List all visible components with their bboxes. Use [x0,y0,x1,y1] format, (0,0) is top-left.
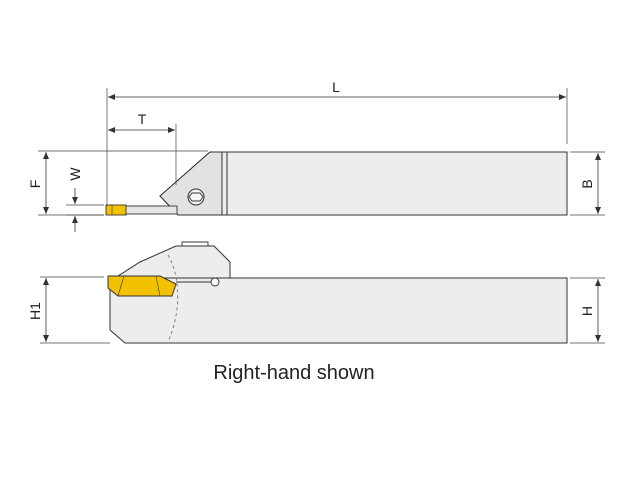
dimension-W: W [66,167,104,232]
side-view-shank [109,245,568,344]
label-F: F [27,180,43,189]
label-H: H [579,306,595,316]
side-view-insert [107,275,177,297]
label-L: L [332,79,340,95]
blade-neck [124,205,178,215]
dimension-T: T [108,111,177,185]
side-view [107,241,568,344]
clamp-screw-icon [187,188,205,206]
dimension-L: L [106,79,568,206]
dimension-H: H [570,277,605,344]
top-view [105,151,568,216]
coolant-port-icon [210,277,220,287]
hex-socket-icon [188,192,204,202]
top-view-insert [105,204,127,216]
dimension-H1: H1 [27,276,110,344]
top-view-head [159,151,223,216]
caption: Right-hand shown [213,362,374,384]
label-B: B [579,179,595,188]
label-W: W [67,167,83,181]
label-T: T [138,111,147,127]
dimension-B: B [570,151,605,216]
label-H1: H1 [27,302,43,320]
